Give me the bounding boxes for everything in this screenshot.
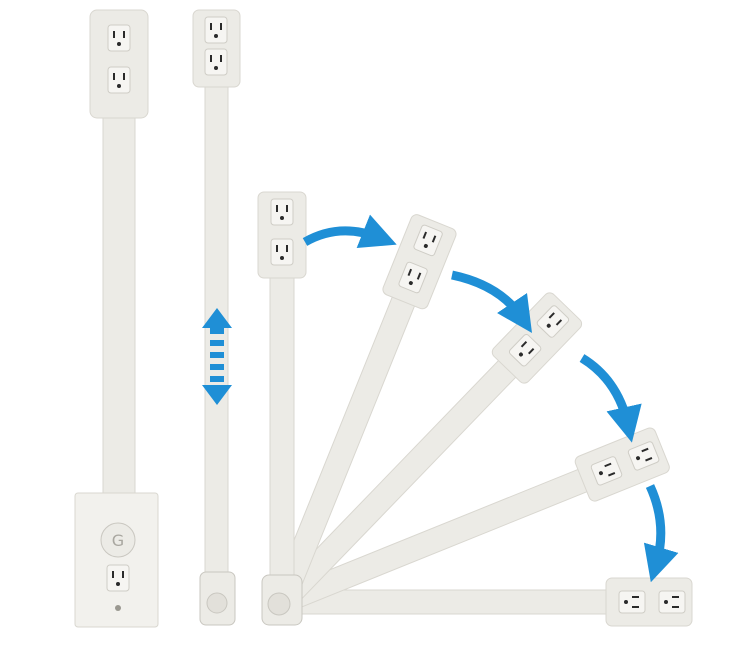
extender-arm [272,292,583,612]
rotation-arrows [302,214,679,583]
arrow-icon [451,270,532,333]
length-arrow-icon [202,308,232,405]
extender-arm [276,427,670,614]
outlet-icon [658,590,686,614]
pivot-plug [261,574,303,626]
extender-slim [192,9,241,626]
outlet-icon [204,16,228,44]
arrow-icon [643,484,679,583]
outlet-icon [270,238,294,266]
extender-full-with-wallplate: G [74,9,159,628]
outlet-icon [106,564,130,592]
outlet-icon [107,24,131,52]
arrow-icon [302,214,397,249]
extender-arm [257,191,307,603]
extender-rotation-fan [257,191,693,627]
outlet-icon [204,48,228,76]
outlet-icon [270,198,294,226]
arrow-icon [579,354,642,443]
outlet-icon [618,590,646,614]
outlet-icon [107,66,131,94]
svg-text:G: G [112,531,124,550]
